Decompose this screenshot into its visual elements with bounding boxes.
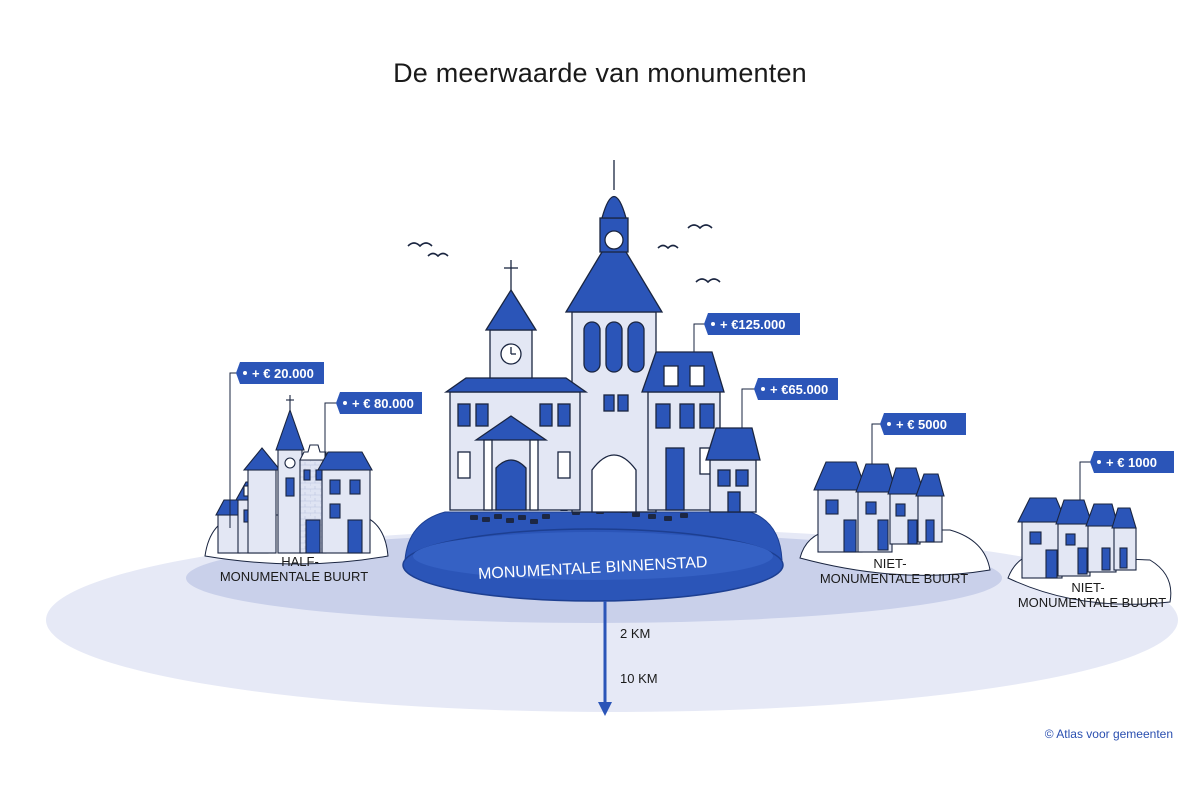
niet-mid-area-label-2: MONUMENTALE BUURT — [820, 571, 968, 586]
price-tag-text: + €65.000 — [770, 382, 828, 397]
price-tag-text: + € 20.000 — [252, 366, 314, 381]
half-area-label-1: HALF- — [281, 554, 319, 569]
birds — [407, 224, 721, 284]
price-tag-80000: + € 80.000 — [324, 392, 422, 458]
price-tag-20000: + € 20.000 — [229, 362, 324, 528]
price-tag-5000: + € 5000 — [871, 413, 966, 464]
niet-monumental-houses-far — [1017, 497, 1137, 579]
small-house — [705, 427, 761, 513]
distance-label-2km: 2 KM — [620, 626, 650, 641]
page-title: De meerwaarde van monumenten — [393, 58, 807, 88]
half-area-label-2: MONUMENTALE BUURT — [220, 569, 368, 584]
price-tag-1000: + € 1000 — [1079, 451, 1174, 500]
price-tag-text: + €125.000 — [720, 317, 785, 332]
distance-label-10km: 10 KM — [620, 671, 658, 686]
price-tag-65000: + €65.000 — [741, 378, 838, 428]
niet-far-area-label-2: MONUMENTALE BUURT — [1018, 595, 1166, 610]
mansion-house — [641, 351, 725, 511]
distance-arrow — [598, 601, 612, 716]
price-tag-125000: + €125.000 — [693, 313, 800, 352]
half-monumental-buildings — [215, 395, 373, 554]
price-tag-text: + € 1000 — [1106, 455, 1157, 470]
niet-mid-area-label-1: NIET- — [873, 556, 906, 571]
niet-monumental-houses-mid — [813, 461, 945, 553]
center-disc-highlight — [413, 532, 773, 580]
price-tag-text: + € 80.000 — [352, 396, 414, 411]
price-tag-text: + € 5000 — [896, 417, 947, 432]
copyright-credit: © Atlas voor gemeenten — [1044, 727, 1173, 741]
town-hall — [443, 260, 589, 511]
niet-far-area-label-1: NIET- — [1071, 580, 1104, 595]
